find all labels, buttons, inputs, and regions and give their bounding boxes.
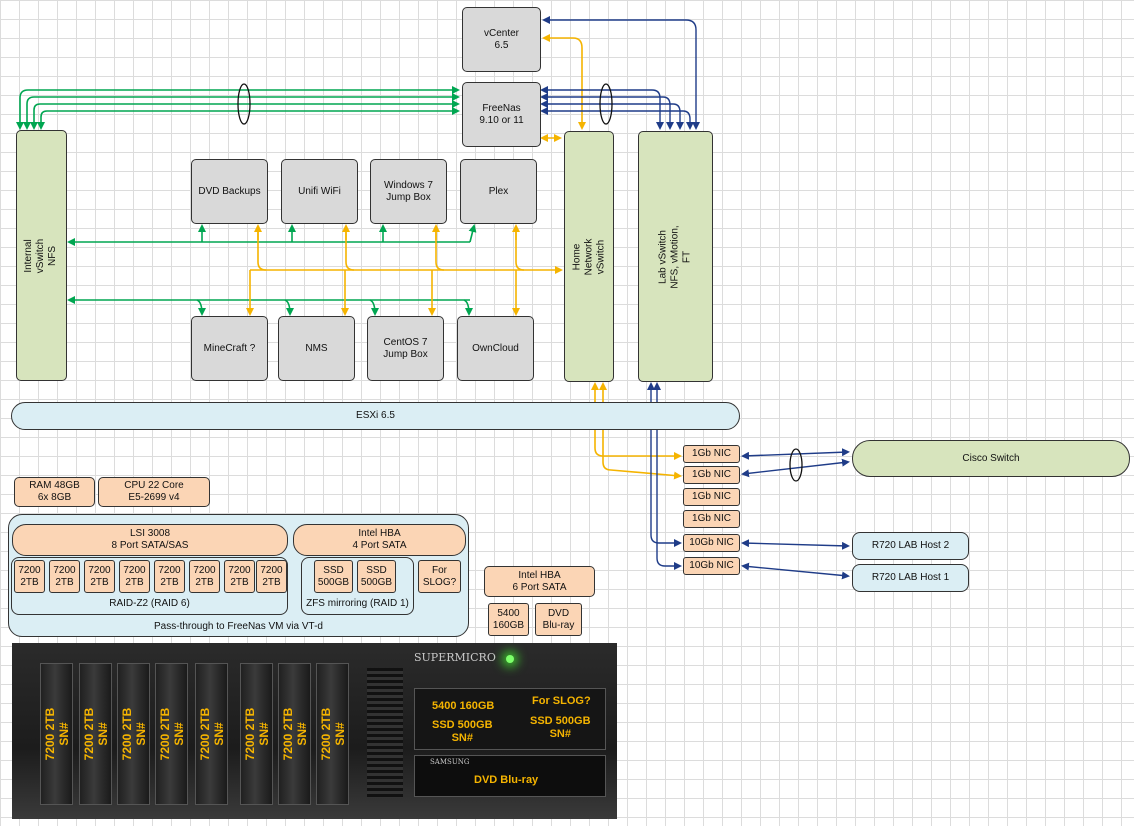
- lsi-3008-controller: LSI 3008 8 Port SATA/SAS: [12, 524, 288, 556]
- dvd-bluray: DVD Blu-ray: [535, 603, 582, 636]
- link-nfs-freenas-2: [23, 93, 460, 130]
- power-led: [506, 655, 514, 663]
- drive-7200-2tb: 7200 2TB: [224, 560, 255, 593]
- drive-bay: 7200 2TB SN#: [278, 663, 311, 805]
- nic-10gb-2: 10Gb NIC: [683, 557, 740, 575]
- ram-spec: RAM 48GB 6x 8GB: [14, 477, 95, 507]
- vm-centos7-jumpbox: CentOS 7 Jump Box: [367, 316, 444, 381]
- lab-vswitch: Lab vSwitch NFS, vMotion, FT: [638, 131, 713, 382]
- esxi-host-bar: ESXi 6.5: [11, 402, 740, 430]
- link-home-nic2: [599, 382, 682, 480]
- nic-10gb-1: 10Gb NIC: [683, 534, 740, 552]
- link-nic1-cisco: [741, 448, 850, 460]
- freenas-node: FreeNas 9.10 or 11: [462, 82, 541, 147]
- vcenter-node: vCenter 6.5: [462, 7, 541, 72]
- nic-1gb-4: 1Gb NIC: [683, 510, 740, 528]
- drive-bay: 7200 2TB SN#: [79, 663, 112, 805]
- link-nic2-cisco: [741, 458, 850, 478]
- link-nfs-freenas-3: [30, 100, 460, 130]
- home-network-vswitch: Home Network vSwitch: [564, 131, 614, 382]
- ssd-500gb: SSD 500GB: [314, 560, 353, 593]
- vm-dvd-backups: DVD Backups: [191, 159, 268, 224]
- nic-1gb-2: 1Gb NIC: [683, 466, 740, 484]
- link-nic5-host2: [741, 539, 850, 550]
- link-vcenter-home: [542, 34, 586, 130]
- drive-bay: 7200 2TB SN#: [155, 663, 188, 805]
- vm-windows7-jumpbox: Windows 7 Jump Box: [370, 159, 447, 224]
- passthrough-caption: Pass-through to FreeNas VM via VT-d: [154, 621, 323, 632]
- drive-bay: 7200 2TB SN#: [240, 663, 273, 805]
- link-freenas-lab-4: [540, 107, 694, 130]
- hdd-5400-160gb: 5400 160GB: [488, 603, 529, 636]
- bay-5400-label: 5400 160GB: [432, 700, 495, 712]
- r720-lab-host-1: R720 LAB Host 1: [852, 564, 969, 592]
- bay-ssd-label: SSD 500GB SN#: [530, 715, 591, 740]
- zfs-mirror-label: ZFS mirroring (RAID 1): [306, 598, 409, 609]
- vm-unifi-wifi: Unifi WiFi: [281, 159, 358, 224]
- vm-owncloud: OwnCloud: [457, 316, 534, 381]
- intel-hba-4port: Intel HBA 4 Port SATA: [293, 524, 466, 556]
- bundle-ellipse: [789, 448, 803, 482]
- vent-grille: [367, 668, 403, 798]
- dvd-drive: [414, 755, 606, 797]
- bundle-ellipse: [237, 83, 251, 125]
- supermicro-logo: SUPERMICRO: [414, 651, 496, 664]
- drive-bay: 7200 2TB SN#: [316, 663, 349, 805]
- drive-7200-2tb: 7200 2TB: [14, 560, 45, 593]
- r720-lab-host-2: R720 LAB Host 2: [852, 532, 969, 560]
- drive-7200-2tb: 7200 2TB: [154, 560, 185, 593]
- bay-slog-label: For SLOG?: [532, 695, 591, 707]
- drive-7200-2tb: 7200 2TB: [189, 560, 220, 593]
- nic-1gb-1: 1Gb NIC: [683, 445, 740, 463]
- samsung-logo: SAMSUNG: [430, 758, 470, 766]
- ssd-500gb: SSD 500GB: [357, 560, 396, 593]
- drive-7200-2tb: 7200 2TB: [256, 560, 287, 593]
- link-vcenter-lab: [542, 16, 700, 130]
- vm-plex: Plex: [460, 159, 537, 224]
- cpu-spec: CPU 22 Core E5-2699 v4: [98, 477, 210, 507]
- bay-ssd-label: SSD 500GB SN#: [432, 719, 493, 744]
- drive-bay: 7200 2TB SN#: [117, 663, 150, 805]
- nic-1gb-3: 1Gb NIC: [683, 488, 740, 506]
- drive-bay: 7200 2TB SN#: [195, 663, 228, 805]
- link-nic6-host1: [741, 562, 850, 580]
- slog-slot: For SLOG?: [418, 560, 461, 593]
- drive-7200-2tb: 7200 2TB: [119, 560, 150, 593]
- bundle-ellipse: [599, 83, 613, 125]
- drive-bay: 7200 2TB SN#: [40, 663, 73, 805]
- vm-nms: NMS: [278, 316, 355, 381]
- drive-7200-2tb: 7200 2TB: [84, 560, 115, 593]
- cisco-switch: Cisco Switch: [852, 440, 1130, 477]
- raid-z2-label: RAID-Z2 (RAID 6): [109, 598, 190, 609]
- intel-hba-6port: Intel HBA 6 Port SATA: [484, 566, 595, 597]
- internal-vswitch: Internal vSwitch NFS: [16, 130, 67, 381]
- dvd-label: DVD Blu-ray: [474, 774, 539, 786]
- link-nfs-freenas-1: [16, 86, 460, 130]
- link-lab-nic4: [653, 382, 682, 570]
- link-nfs-freenas-4: [37, 107, 460, 130]
- drive-7200-2tb: 7200 2TB: [49, 560, 80, 593]
- server-photo: 7200 2TB SN# 7200 2TB SN# 7200 2TB SN# 7…: [12, 643, 617, 819]
- bay-panel: [414, 688, 606, 750]
- vm-minecraft: MineCraft ?: [191, 316, 268, 381]
